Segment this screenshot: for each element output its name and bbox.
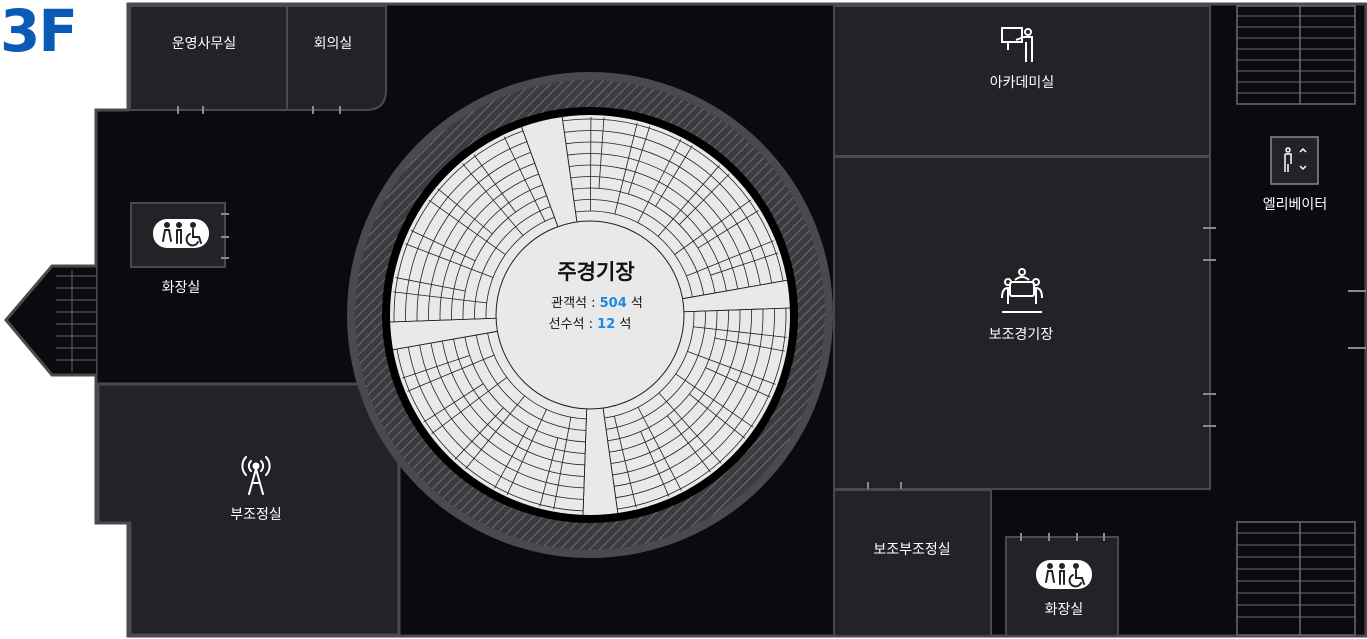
restroom-west-label: 화장실	[162, 280, 201, 296]
main-arena[interactable]	[347, 72, 833, 558]
doors-top	[177, 106, 341, 114]
room-sub-arena[interactable]	[833, 156, 1211, 490]
room-meeting[interactable]	[286, 5, 387, 111]
main-arena-title: 주경기장	[557, 260, 634, 284]
floor-label: 3F	[0, 0, 78, 65]
seat-rows	[390, 116, 790, 515]
restroom-east-label: 화장실	[1045, 602, 1084, 618]
elevator-icon	[1284, 147, 1307, 172]
restroom-icon	[153, 219, 209, 248]
sub-arena-label: 보조경기장	[989, 327, 1054, 343]
meeting-table-icon	[1001, 268, 1043, 313]
broadcast-tower-icon	[241, 456, 271, 495]
room-operations-office[interactable]	[129, 5, 288, 111]
restroom-icon	[1036, 560, 1092, 589]
elevator-label: 엘리베이터	[1263, 197, 1327, 213]
meeting-room-label: 회의실	[314, 36, 353, 52]
stairs-southeast	[1236, 521, 1356, 636]
auxiliary-sub-office-label: 보조부조정실	[873, 542, 950, 558]
player-seats: 선수석 : 12 석	[549, 317, 632, 332]
academy-label: 아카데미실	[990, 75, 1054, 91]
west-stairs	[4, 264, 96, 377]
auxiliary-office-label: 부조정실	[230, 507, 282, 523]
stairs-northeast	[1236, 5, 1356, 105]
room-auxiliary-sub-office[interactable]	[833, 489, 992, 637]
spectator-seats: 관객석 : 504 석	[551, 296, 643, 311]
operations-office-label: 운영사무실	[172, 36, 236, 52]
elevator[interactable]	[1270, 136, 1319, 185]
presenter-icon	[1001, 27, 1033, 62]
